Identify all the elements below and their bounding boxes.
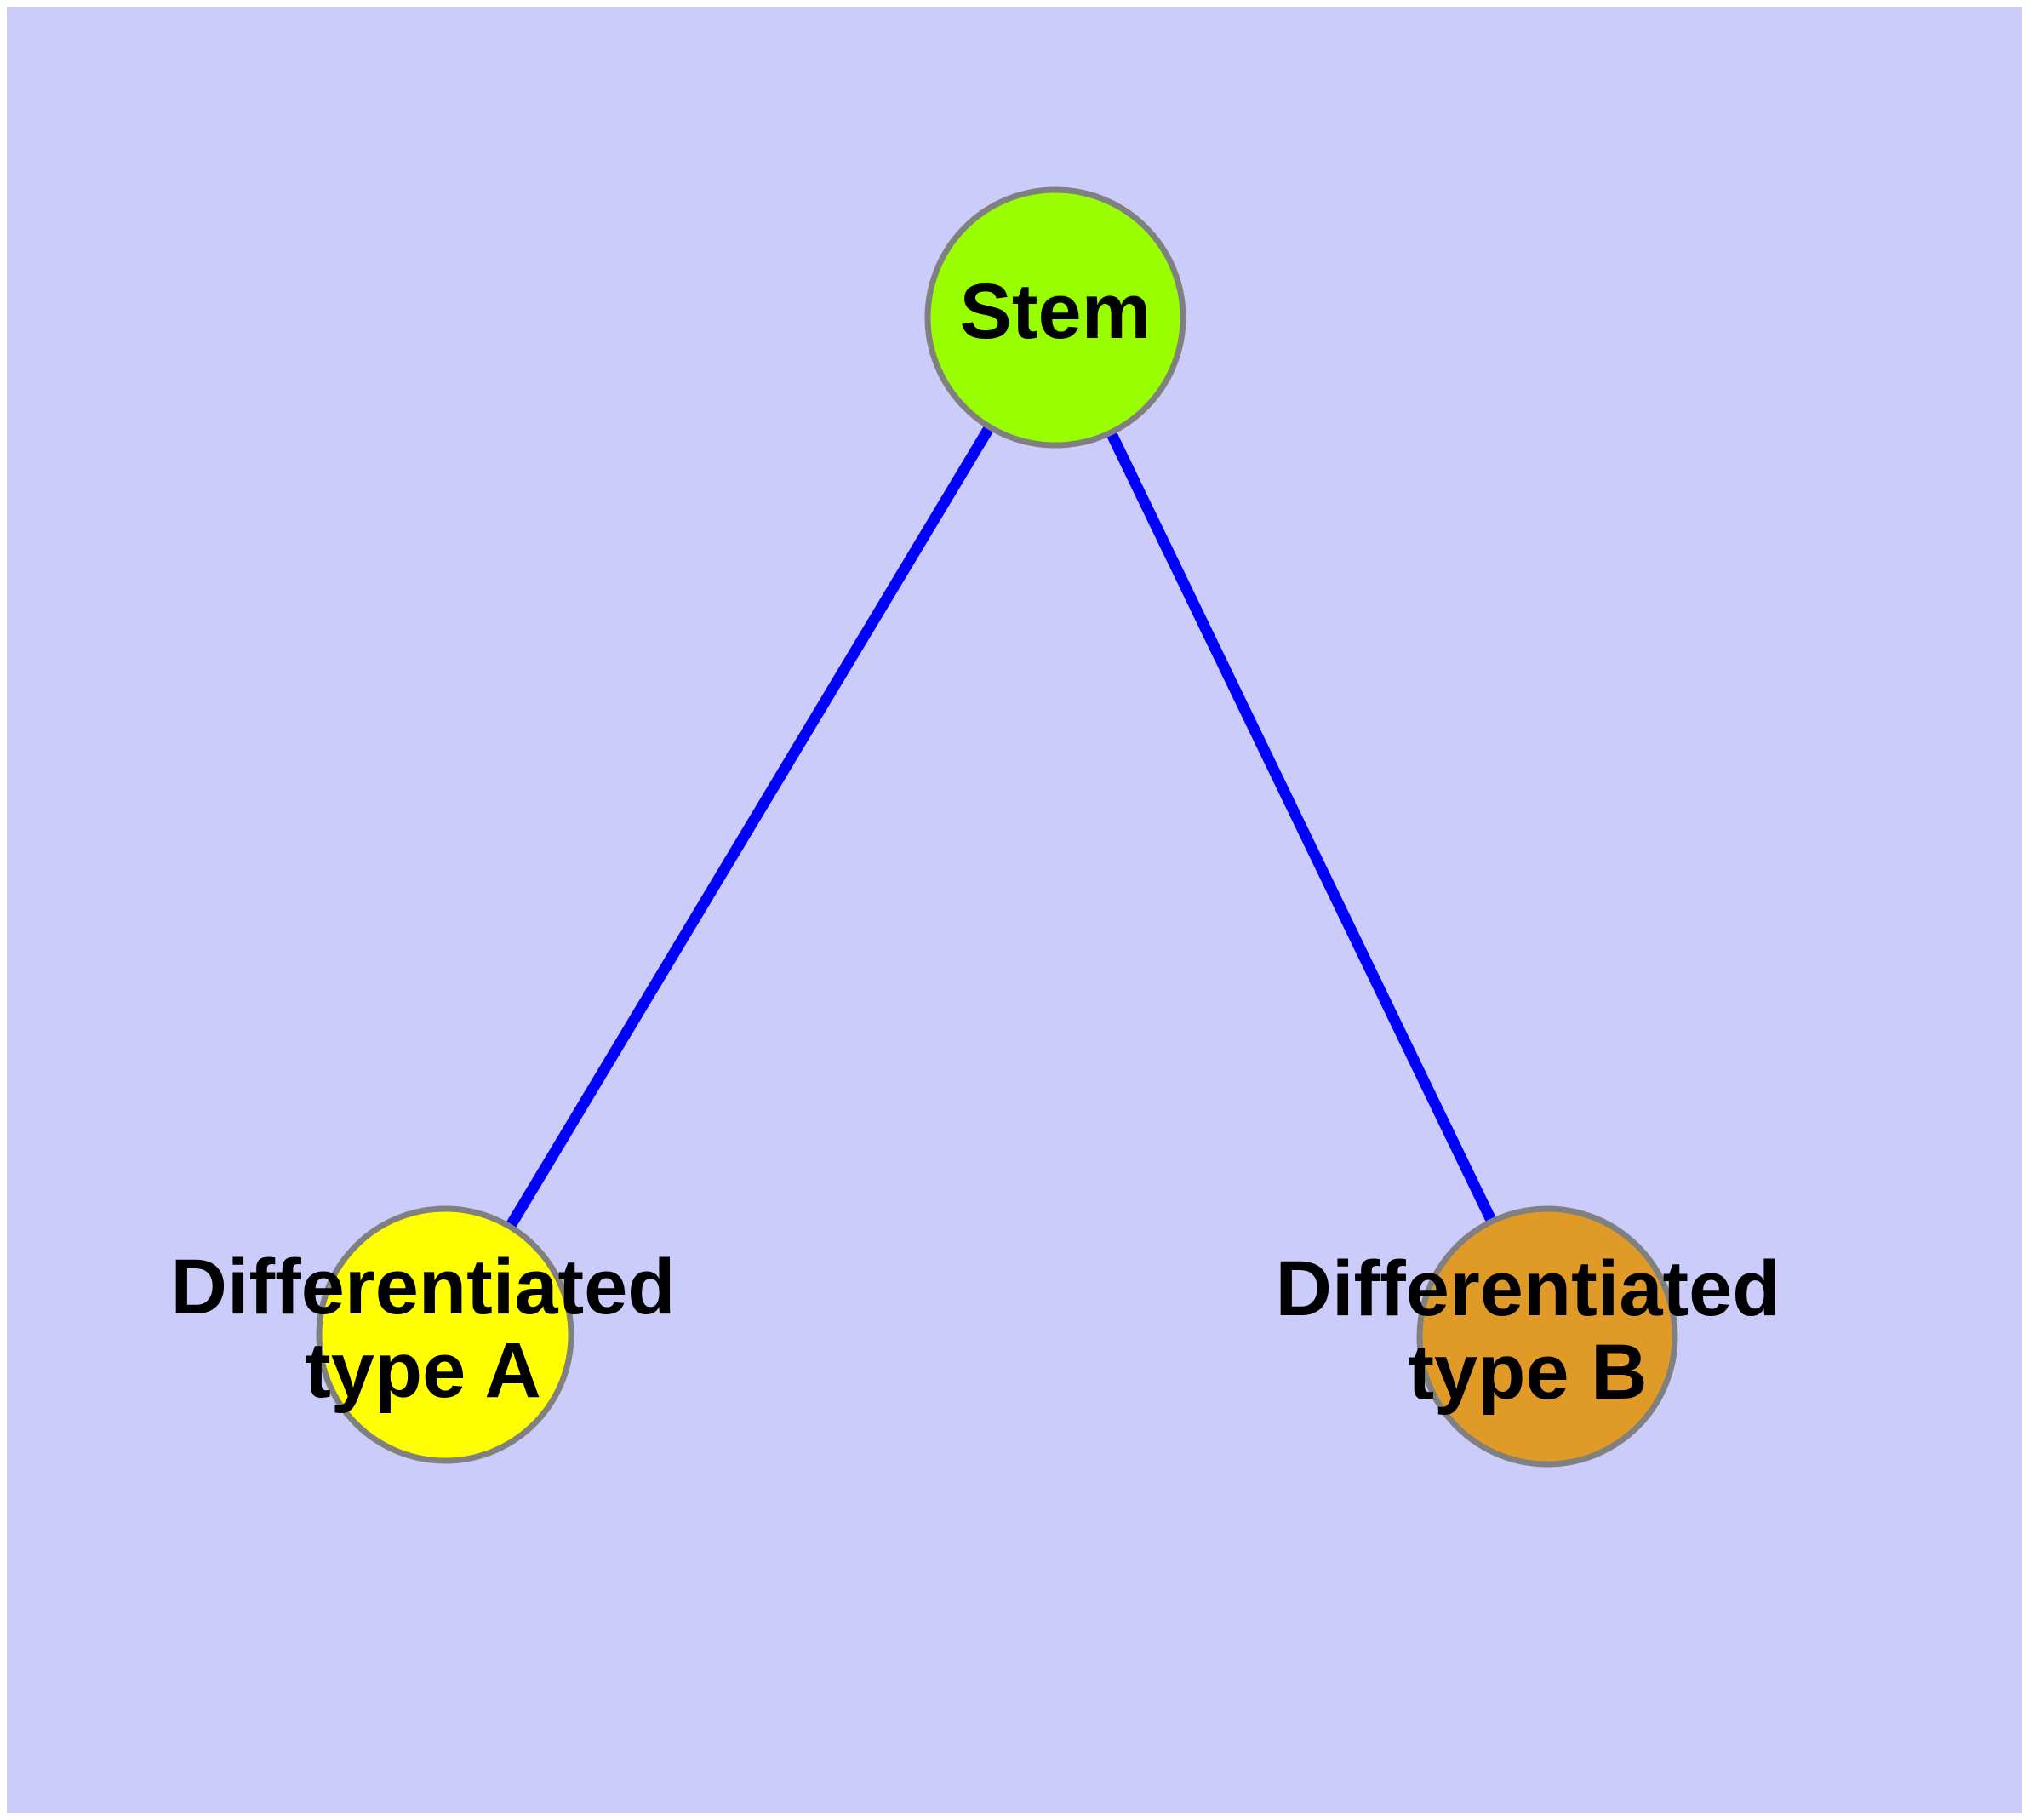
- graph-edge[interactable]: [503, 363, 1031, 1233]
- node-label-line: type B: [1408, 1329, 1647, 1416]
- node-label-line: Differentiated: [171, 1245, 676, 1331]
- graph-node-diff-b[interactable]: [1416, 1205, 1678, 1468]
- node-layer: [316, 186, 1678, 1468]
- node-label-line: Stem: [960, 268, 1152, 355]
- node-label-line: type A: [305, 1327, 541, 1414]
- node-label-line: Differentiated: [1276, 1246, 1780, 1333]
- graph-node-diff-a[interactable]: [316, 1205, 574, 1464]
- graph-edge[interactable]: [1075, 366, 1499, 1228]
- edge-layer: [503, 363, 1499, 1233]
- graph-node-stem[interactable]: [924, 186, 1186, 449]
- node-label-stem: Stem: [960, 268, 1152, 355]
